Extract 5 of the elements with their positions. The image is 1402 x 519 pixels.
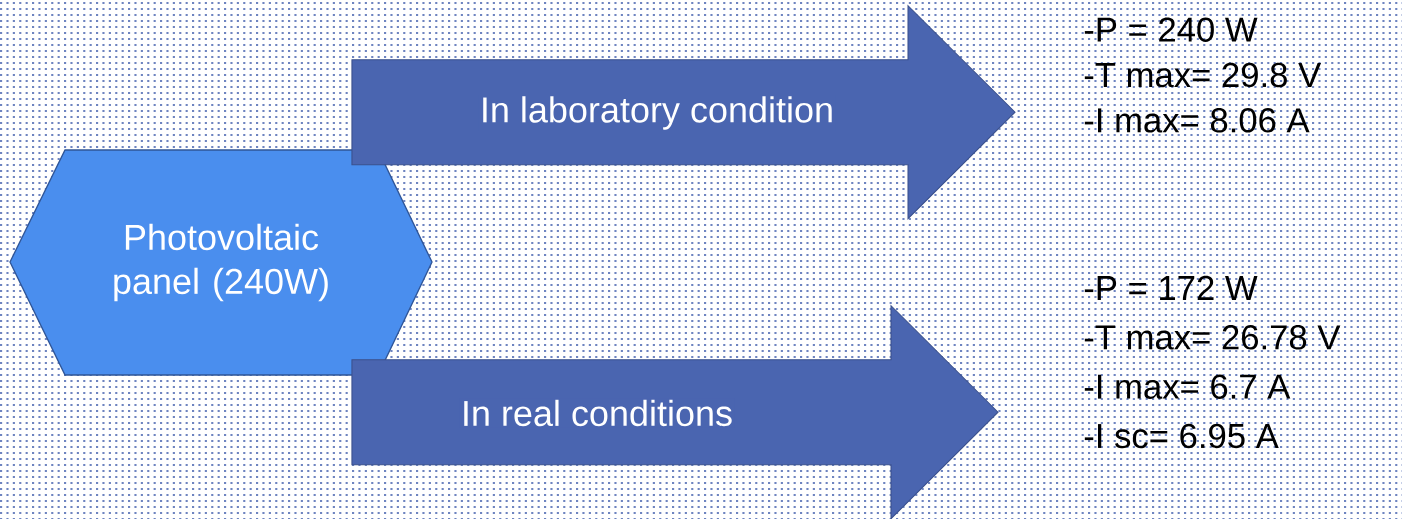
edge-label: In real conditions [459, 398, 735, 428]
edge-label: In laboratory condition [478, 94, 836, 132]
block-arrow [351, 304, 999, 519]
spec-list: -P = 240 W -T max= 29.8 V -I max= 8.06 A [1084, 17, 1322, 133]
spec-list: -P = 172 W -T max= 26.78 V -I max= 6.7 A -I sc= 6.95 A [1084, 275, 1341, 449]
